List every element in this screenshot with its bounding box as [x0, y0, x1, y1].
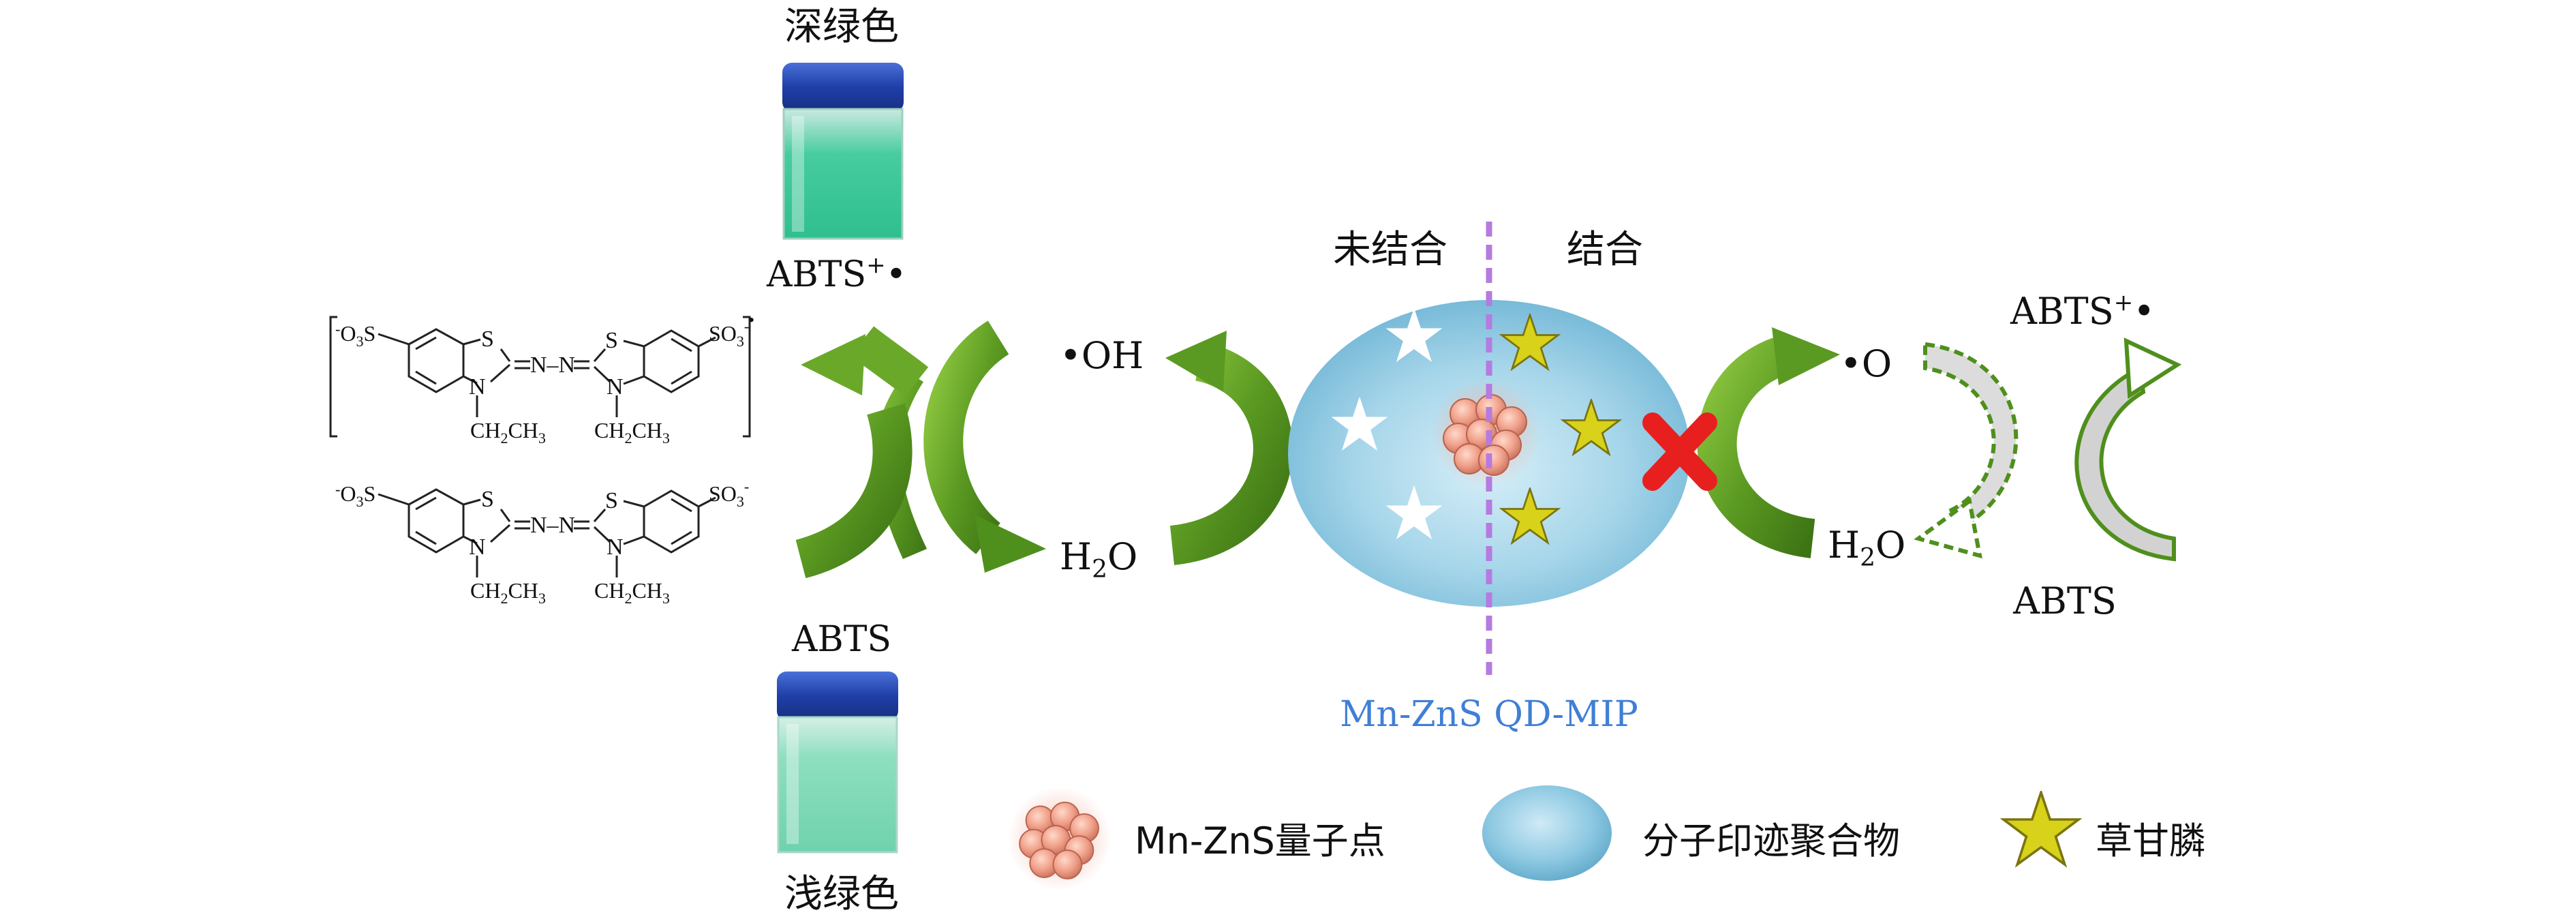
quantum-dot-icon [1430, 378, 1541, 488]
svg-text:CH2CH3: CH2CH3 [470, 418, 546, 447]
bound-label: 结合 [1567, 228, 1643, 272]
blocked-cycle-arrow [1697, 327, 1840, 558]
legend-qd: Mn-ZnS量子点 [1007, 786, 1385, 891]
abts-structure [378, 488, 716, 577]
svg-text:N: N [469, 534, 486, 560]
right-bottom-species: ABTS [2012, 579, 2117, 622]
svg-text:S: S [605, 328, 618, 353]
abts-regeneration-arrow [2074, 337, 2182, 562]
svg-text:SO3-: SO3- [709, 318, 749, 350]
abts-radical-structure [329, 316, 751, 438]
unbound-label: 未结合 [1333, 228, 1447, 272]
svg-text:S: S [481, 487, 494, 512]
svg-text:ABTS+•: ABTS+• [766, 252, 906, 295]
curved-arrow-icon [1165, 331, 1227, 392]
top-vial-color-label: 深绿色 [784, 5, 899, 49]
top-vial-species-sup: + [866, 252, 886, 279]
hydroxyl-radical-label: •OH [1060, 334, 1144, 377]
bottom-vial-color-label: 浅绿色 [784, 872, 899, 916]
legend: Mn-ZnS量子点 分子印迹聚合物 草甘膦 [1007, 785, 2206, 891]
bottom-vial-species: ABTS [791, 619, 891, 660]
svg-text:H2O: H2O [1060, 535, 1137, 584]
curved-arrow-icon [923, 320, 1010, 554]
ring-s-label: S [481, 327, 494, 352]
legend-qd-label: Mn-ZnS量子点 [1135, 819, 1385, 862]
mip-icon [1482, 785, 1612, 881]
top-vial-species-dot: • [886, 254, 907, 295]
svg-text:ABTS+•: ABTS+• [2010, 289, 2155, 333]
oh-cycle-arrow [1165, 331, 1293, 565]
mip-particle: 未结合 结合 Mn-ZnS QD-MIP [1288, 222, 1690, 735]
top-vial-species: ABTS [766, 254, 866, 295]
vial-icon [782, 63, 904, 240]
vial-icon [777, 672, 898, 854]
legend-glyphosate: 草甘膦 [2002, 791, 2206, 866]
svg-text:CH2CH3: CH2CH3 [470, 578, 546, 607]
star-icon [2002, 791, 2080, 866]
legend-mip: 分子印迹聚合物 [1482, 785, 1900, 881]
right-top-species: ABTS [2010, 290, 2114, 333]
curved-arrow-icon [1772, 327, 1840, 385]
dashed-arrow [1914, 342, 2019, 559]
curved-arrow-icon [1923, 342, 2019, 535]
water-right-h: H [1828, 524, 1860, 567]
svg-text:CH2CH3: CH2CH3 [594, 578, 670, 607]
svg-text:CH2CH3: CH2CH3 [594, 418, 670, 447]
curved-arrow-icon [2074, 365, 2176, 562]
ring-n-label: N [469, 374, 486, 400]
svg-text:SO3-: SO3- [709, 478, 749, 510]
svg-text:S: S [605, 488, 618, 513]
svg-text:H2O: H2O [1828, 524, 1905, 572]
svg-text:N: N [607, 374, 624, 400]
top-vial: 深绿色 ABTS+• [766, 5, 906, 295]
svg-text:N–N: N–N [530, 513, 575, 538]
radical-charge: • [748, 310, 754, 330]
particle-name: Mn-ZnS QD-MIP [1340, 694, 1638, 735]
bottom-vial: ABTS 浅绿色 [777, 619, 899, 916]
svg-text:-O3S: -O3S [335, 481, 375, 510]
legend-glyphosate-label: 草甘膦 [2096, 819, 2206, 862]
abts-radical-labels: -O3S S N N–N S N SO3- • CH2CH3 CH2CH3 [335, 310, 754, 447]
water-left-h: H [1060, 535, 1092, 578]
oxygen-radical-label: •O [1840, 342, 1892, 385]
svg-text:-O3S: -O3S [335, 320, 375, 350]
quantum-dot-icon [1007, 786, 1112, 891]
cross-icon [1642, 412, 1717, 491]
svg-text:N: N [607, 534, 624, 560]
abts-labels: -O3S S N N–N S N SO3- CH2CH3 CH2CH3 [335, 478, 749, 607]
legend-mip-label: 分子印迹聚合物 [1642, 819, 1900, 862]
abts-oxidation-arrows [795, 320, 1046, 579]
curved-arrow-icon [801, 334, 865, 395]
azo-label: N–N [530, 352, 575, 378]
